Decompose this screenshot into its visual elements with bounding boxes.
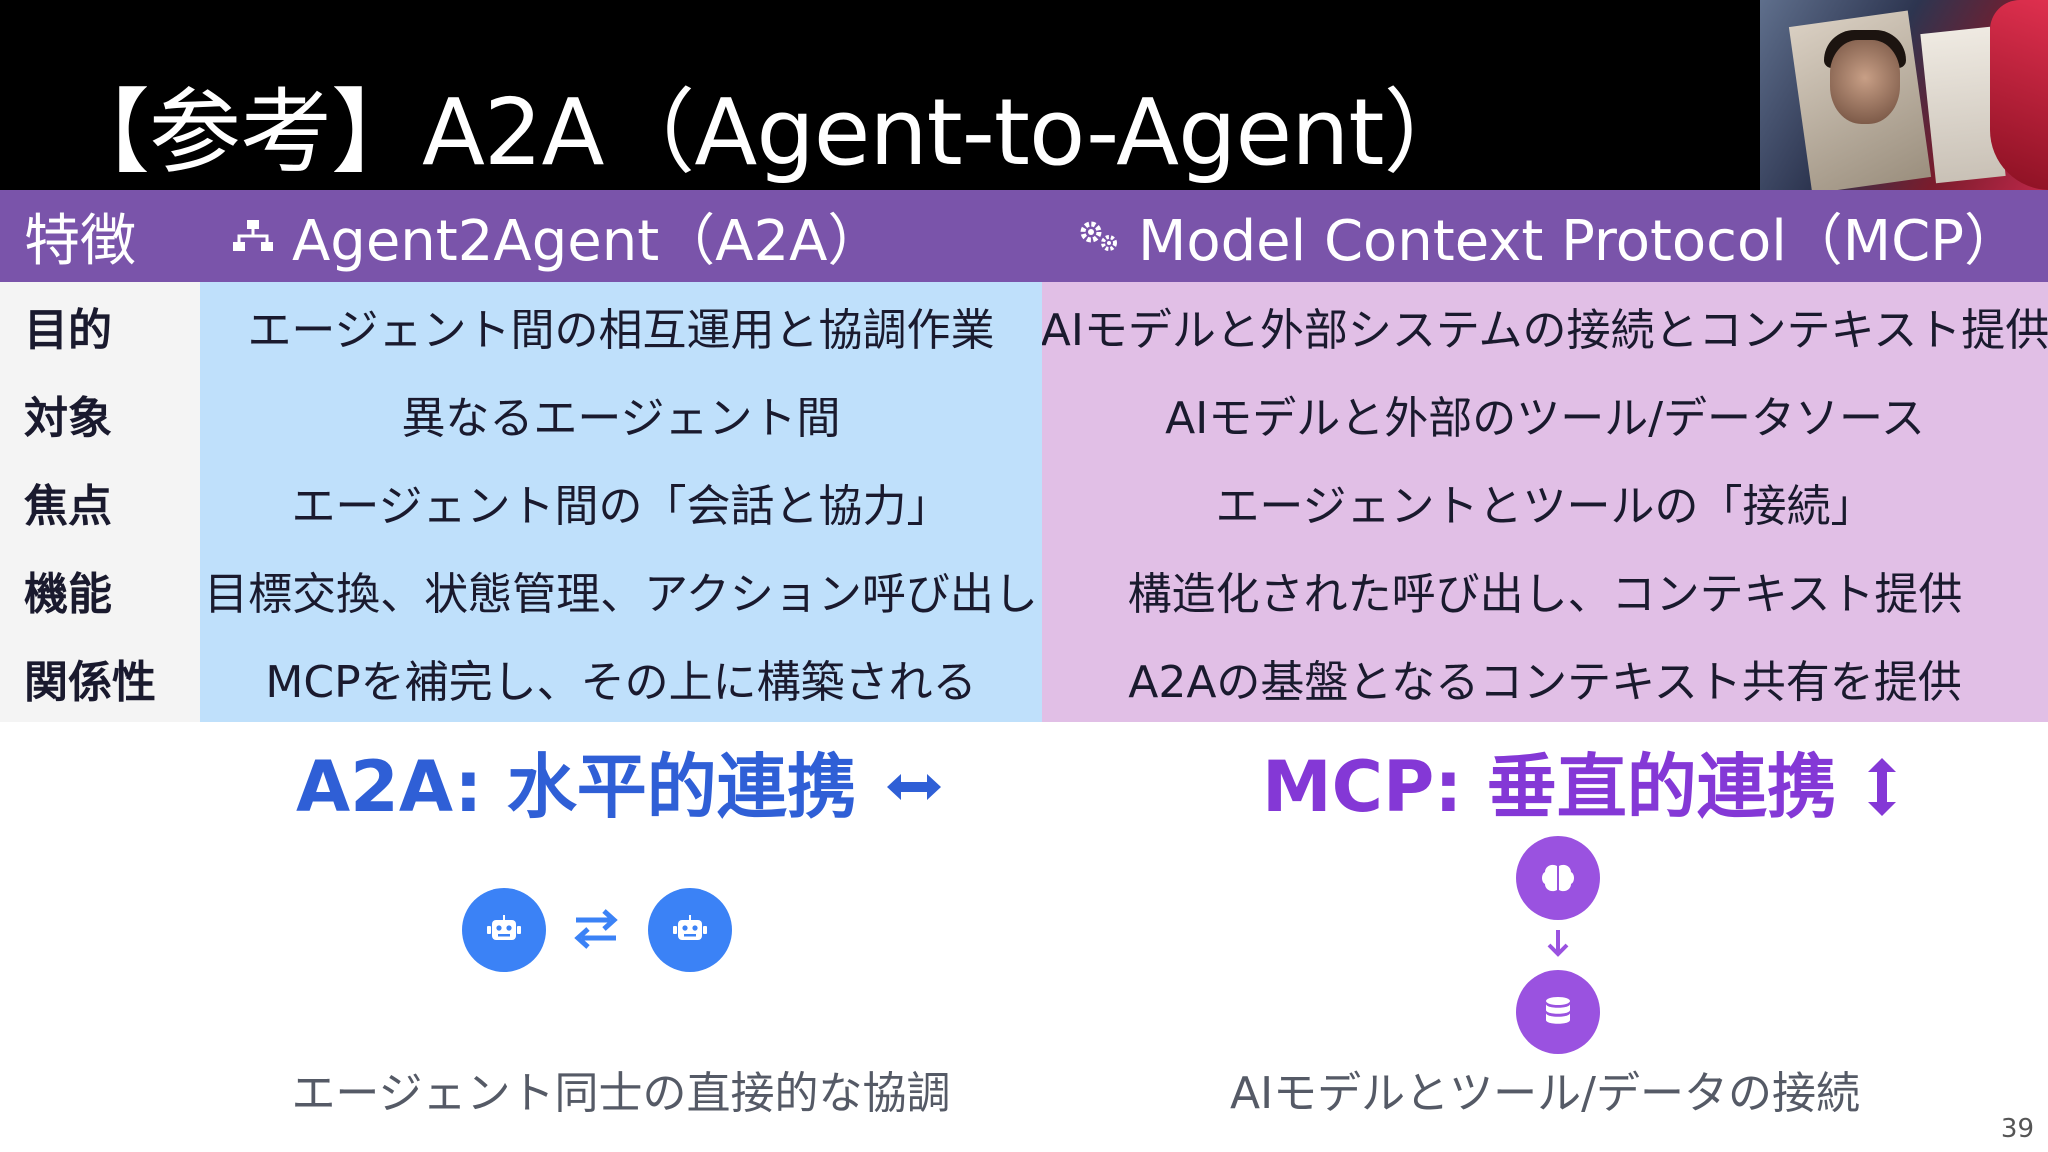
slide-header: 【参考】A2A（Agent-to-Agent） xyxy=(0,0,2048,190)
row-mcp: 構造化された呼び出し、コンテキスト提供 xyxy=(1042,546,2048,634)
header-mcp-label: Model Context Protocol（MCP） xyxy=(1138,208,2020,274)
robot-icon xyxy=(462,888,546,972)
header-mcp: Model Context Protocol（MCP） xyxy=(1042,190,2048,282)
row-mcp: AIモデルと外部のツール/データソース xyxy=(1042,370,2048,458)
speaker-video-thumbnail xyxy=(1760,0,2048,190)
speaker-face xyxy=(1830,40,1900,124)
row-feature: 焦点 xyxy=(0,458,200,546)
table-row: 機能 目標交換、状態管理、アクション呼び出し 構造化された呼び出し、コンテキスト… xyxy=(0,546,2048,634)
swap-arrows-icon xyxy=(572,906,620,954)
table-header-row: 特徴 Agent2Agent（A2A） M xyxy=(0,190,2048,282)
row-a2a: 異なるエージェント間 xyxy=(200,370,1042,458)
left-right-arrow-icon xyxy=(885,770,943,804)
table-row: 焦点 エージェント間の「会話と協力」 エージェントとツールの「接続」 xyxy=(0,458,2048,546)
brain-icon xyxy=(1516,836,1600,920)
row-mcp: A2Aの基盤となるコンテキスト共有を提供 xyxy=(1042,634,2048,722)
row-a2a: MCPを補完し、その上に構築される xyxy=(200,634,1042,722)
row-mcp: AIモデルと外部システムの接続とコンテキスト提供 xyxy=(1042,282,2048,370)
row-feature: 目的 xyxy=(0,282,200,370)
row-mcp: エージェントとツールの「接続」 xyxy=(1042,458,2048,546)
row-feature: 機能 xyxy=(0,546,200,634)
row-a2a: エージェント間の相互運用と協調作業 xyxy=(200,282,1042,370)
page-number: 39 xyxy=(2000,1114,2034,1144)
mcp-caption: AIモデルとツール/データの接続 xyxy=(1230,1068,1860,1119)
table-row: 目的 エージェント間の相互運用と協調作業 AIモデルと外部システムの接続とコンテ… xyxy=(0,282,2048,370)
header-feature: 特徴 xyxy=(24,208,136,274)
a2a-title-text: A2A: 水平的連携 xyxy=(296,746,857,828)
mcp-title-text: MCP: 垂直的連携 xyxy=(1262,746,1837,828)
mcp-section-title: MCP: 垂直的連携 xyxy=(1262,742,1899,832)
gears-icon xyxy=(1078,219,1120,253)
sitemap-icon xyxy=(232,219,274,253)
database-icon xyxy=(1516,970,1600,1054)
header-a2a: Agent2Agent（A2A） xyxy=(200,190,1042,282)
row-feature: 対象 xyxy=(0,370,200,458)
a2a-section-title: A2A: 水平的連携 xyxy=(296,742,943,832)
row-a2a: エージェント間の「会話と協力」 xyxy=(200,458,1042,546)
robot-icon xyxy=(648,888,732,972)
header-a2a-label: Agent2Agent（A2A） xyxy=(292,208,884,274)
slide-title: 【参考】A2A（Agent-to-Agent） xyxy=(58,79,1475,186)
a2a-caption: エージェント同士の直接的な協調 xyxy=(291,1068,951,1119)
table-row: 関係性 MCPを補完し、その上に構築される A2Aの基盤となるコンテキスト共有を… xyxy=(0,634,2048,722)
row-feature: 関係性 xyxy=(0,634,200,722)
table-row: 対象 異なるエージェント間 AIモデルと外部のツール/データソース xyxy=(0,370,2048,458)
row-a2a: 目標交換、状態管理、アクション呼び出し xyxy=(200,546,1042,634)
up-down-arrow-icon xyxy=(1865,756,1899,818)
red-garment xyxy=(1990,0,2048,190)
down-arrow-icon xyxy=(1544,928,1572,962)
